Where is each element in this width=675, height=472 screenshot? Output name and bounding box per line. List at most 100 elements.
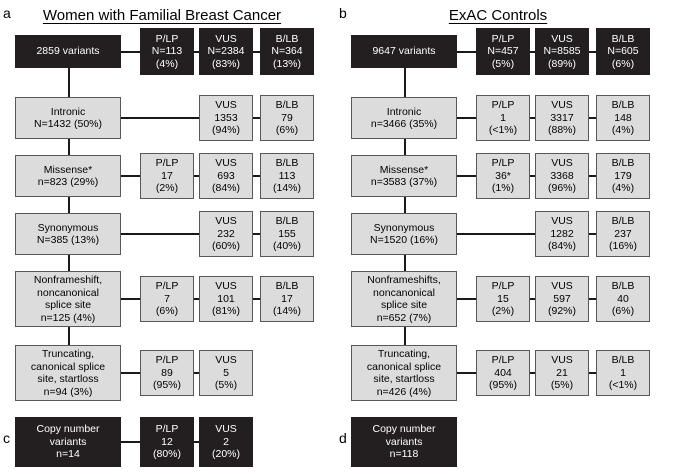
connector-cat-out-a-4 [121,372,140,374]
connector-cat-out-a-3 [121,298,140,300]
panel-letter-c: c [3,430,10,446]
outcome-box-b-0-p-lp-line-1: P/LP [491,99,515,112]
total-box-b-line-1: 9647 variants [372,45,436,58]
connector-plp-vus-a [194,51,199,53]
category-box-a-4-line-2: canonical splice [30,360,106,373]
total-p-lp-box-a-line-1: P/LP [155,32,179,45]
total-box-a-line-1: 2859 variants [36,45,100,58]
outcome-box-b-1-p-lp-line-1: P/LP [491,157,515,170]
outcome-box-b-3-vus-line-3: (92%) [547,305,576,318]
spine-b [404,68,406,345]
outcome-box-a-4-vus-line-1: VUS [215,354,237,367]
outcome-box-a-3-vus-line-3: (81%) [211,305,240,318]
outcome-box-b-1-p-lp-line-3: (1%) [491,182,515,195]
connector-cat-out-b-4 [457,372,476,374]
outcome-box-b-4-vus-line-3: (5%) [550,379,574,392]
outcome-box-b-0-b-lb-line-2: 148 [614,111,632,124]
category-box-b-4-line-1: Truncating, [377,348,431,360]
outcome-box-a-3-b-lb-line-1: B/LB [275,280,299,293]
outcome-box-a-1-p-lp-line-2: 17 [161,169,173,182]
cnv-total-box-d-line-2: variants [385,435,423,448]
category-box-a-3-line-3: splice site [44,299,92,311]
connector-out-out-b-1-0 [530,175,535,177]
outcome-box-b-4-vus-line-1: VUS [551,354,573,367]
category-box-a-2-line-2: N=385 (13%) [36,234,100,246]
outcome-box-a-1-b-lb-line-2: 113 [278,169,296,182]
category-box-a-3-line-1: Nonframeshift, [33,274,103,286]
total-p-lp-box-b-line-1: P/LP [491,32,515,45]
category-box-a-4-line-4: n=94 (3%) [43,385,93,398]
category-box-b-3-line-3: splice site [380,299,428,311]
connector-out-out-b-3-1 [589,298,596,300]
total-vus-box-a-line-2: N=2384 [207,45,245,58]
total-b-lb-box-a-line-2: N=364 [271,45,303,58]
outcome-box-b-1-b-lb-line-3: (4%) [611,182,635,195]
outcome-box-a-1-p-lp-line-3: (2%) [155,182,179,195]
outcome-box-b-4-p-lp-line-3: (95%) [488,379,517,392]
connector-out-out-b-2-0 [589,233,596,235]
cnv-outcome-box-c-p-lp-line-1: P/LP [155,423,179,436]
connector-cat-out-b-1 [457,175,476,177]
category-box-b-3-line-1: Nonframeshifts, [367,274,441,286]
outcome-box-a-2-vus-line-3: (60%) [211,240,240,253]
connector-out-out-a-2-0 [253,233,260,235]
connector-total-to-plp-b [457,51,476,53]
outcome-box-a-1-p-lp-line-1: P/LP [155,157,179,170]
outcome-box-b-3-b-lb-line-2: 40 [617,292,629,305]
outcome-box-a-2-b-lb-line-2: 155 [278,227,296,240]
cnv-outcome-box-c-vus-line-1: VUS [215,423,237,436]
outcome-box-a-3-b-lb-line-2: 17 [281,292,293,305]
outcome-box-b-3-vus-line-2: 597 [553,292,571,305]
total-b-lb-box-b-line-2: N=605 [607,45,639,58]
connector-out-out-a-3-0 [194,298,199,300]
outcome-box-a-1-b-lb-line-1: B/LB [275,157,299,170]
outcome-box-b-1-vus-line-2: 3368 [550,169,574,182]
total-b-lb-box-a-line-1: B/LB [275,32,299,45]
outcome-box-b-1-b-lb-line-2: 179 [614,169,632,182]
outcome-box-b-0-vus-line-2: 3317 [550,111,574,124]
category-box-a-1: Missense*n=823 (29%) [15,155,121,197]
connector-vus-blb-b [589,51,596,53]
outcome-box-b-4-b-lb-line-1: B/LB [611,354,635,367]
panel-title-b: ExAC Controls [448,7,548,24]
total-b-lb-box-b-line-1: B/LB [611,32,635,45]
outcome-box-a-2-vus-line-1: VUS [215,215,237,228]
outcome-box-a-3-b-lb-line-3: (14%) [272,305,301,318]
outcome-box-a-4-vus-line-2: 5 [223,366,229,379]
panel-letter-d: d [339,430,347,446]
outcome-box-b-0-vus-line-1: VUS [551,99,573,112]
cnv-outcome-box-c-vus-line-3: (20%) [211,448,240,461]
connector-out-out-b-0-0 [530,117,535,119]
connector-cat-out-b-3 [457,298,476,300]
total-p-lp-box-b-line-3: (5%) [491,57,515,70]
outcome-box-a-3-vus-line-1: VUS [215,280,237,293]
connector-out-out-b-4-0 [530,372,535,374]
panel-title-a: Women with Familial Breast Cancer [42,7,282,24]
outcome-box-b-3-vus-line-1: VUS [551,280,573,293]
connector-cnv-c-1 [121,441,140,443]
connector-out-out-b-4-1 [589,372,596,374]
category-box-b-0-line-2: n=3466 (35%) [370,118,438,130]
outcome-box-a-4-p-lp-line-2: 89 [161,366,173,379]
outcome-box-b-4-b-lb-line-3: (<1%) [608,379,638,392]
outcome-box-a-3-p-lp-line-3: (6%) [155,305,179,318]
connector-out-out-a-1-0 [194,175,199,177]
outcome-box-a-4-p-lp-line-1: P/LP [155,354,179,367]
category-box-b-1-line-2: n=3583 (37%) [370,176,438,188]
outcome-box-b-0-p-lp-line-2: 1 [500,111,506,124]
outcome-box-b-0-p-lp-line-3: (<1%) [488,124,518,137]
outcome-box-a-0-b-lb-line-1: B/LB [275,99,299,112]
